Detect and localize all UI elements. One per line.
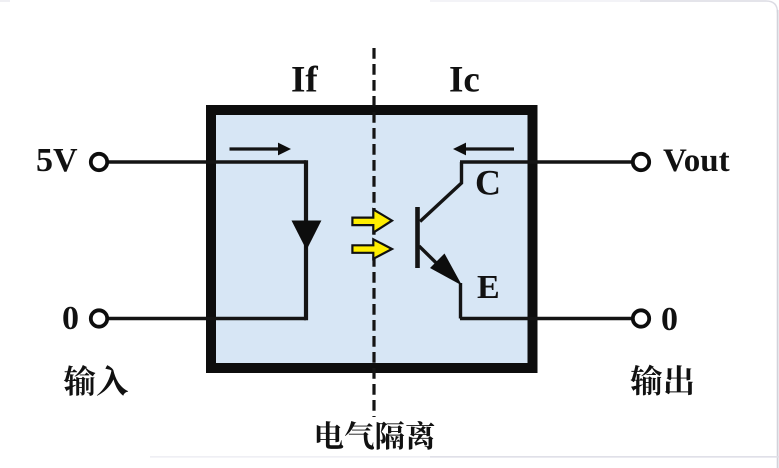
svg-text:0: 0	[661, 301, 678, 338]
svg-text:5V: 5V	[36, 142, 78, 179]
svg-text:If: If	[291, 60, 318, 101]
svg-text:Ic: Ic	[449, 60, 480, 101]
svg-text:C: C	[475, 163, 501, 203]
svg-text:E: E	[477, 269, 500, 306]
svg-text:Vout: Vout	[663, 143, 730, 179]
svg-text:0: 0	[62, 300, 79, 337]
